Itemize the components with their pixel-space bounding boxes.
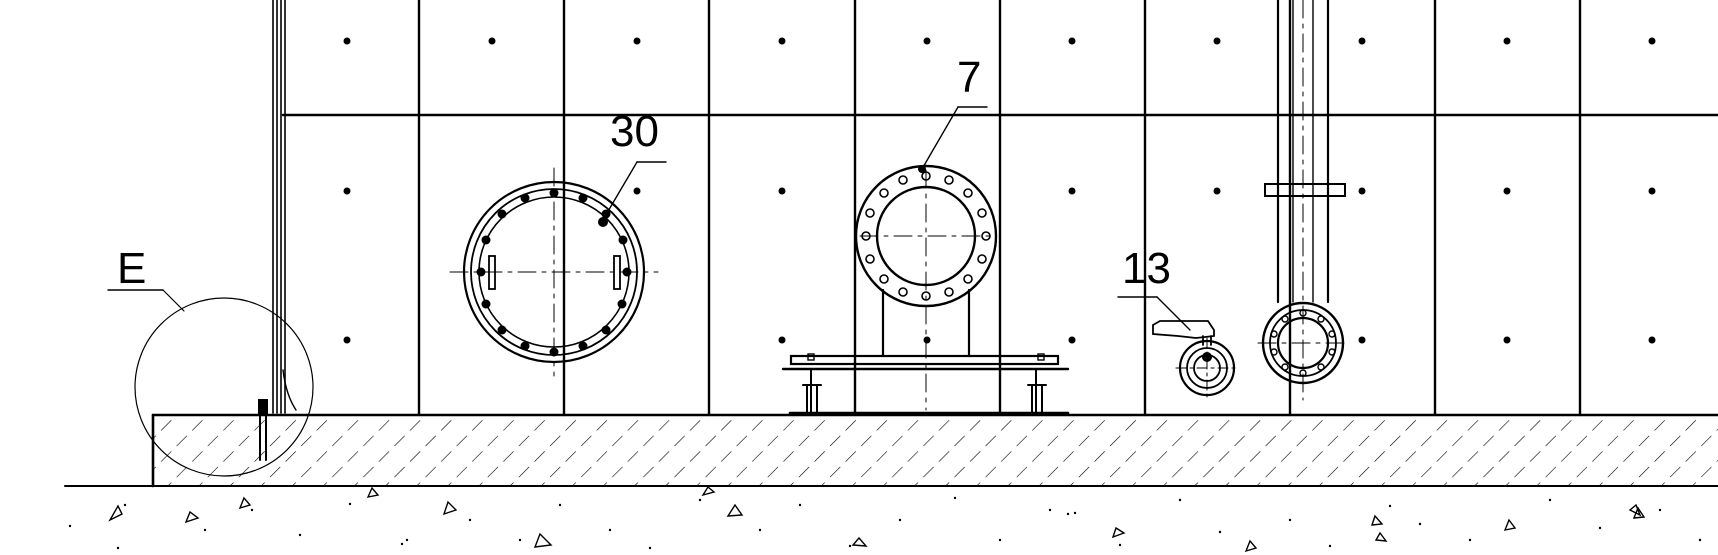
label-manhole: 30 xyxy=(610,107,659,156)
label-detail: E xyxy=(117,244,146,293)
label-valve: 13 xyxy=(1122,244,1171,293)
butterfly-valve xyxy=(1152,320,1239,399)
panel-bolts xyxy=(343,37,1656,344)
concrete-foundation xyxy=(64,413,1718,488)
panel-grid xyxy=(281,0,1718,417)
ground-texture xyxy=(68,496,1702,550)
detail-callout-circle xyxy=(107,289,314,477)
manhole-cover xyxy=(449,167,659,377)
vertical-pipe xyxy=(1257,0,1349,401)
anchor-bolt xyxy=(258,399,268,461)
pipe-flange xyxy=(781,164,1070,415)
edge-column xyxy=(272,0,297,414)
label-pipe-flange: 7 xyxy=(957,53,981,102)
leader-lines xyxy=(603,106,1191,331)
aggregate-triangles xyxy=(108,485,1646,553)
